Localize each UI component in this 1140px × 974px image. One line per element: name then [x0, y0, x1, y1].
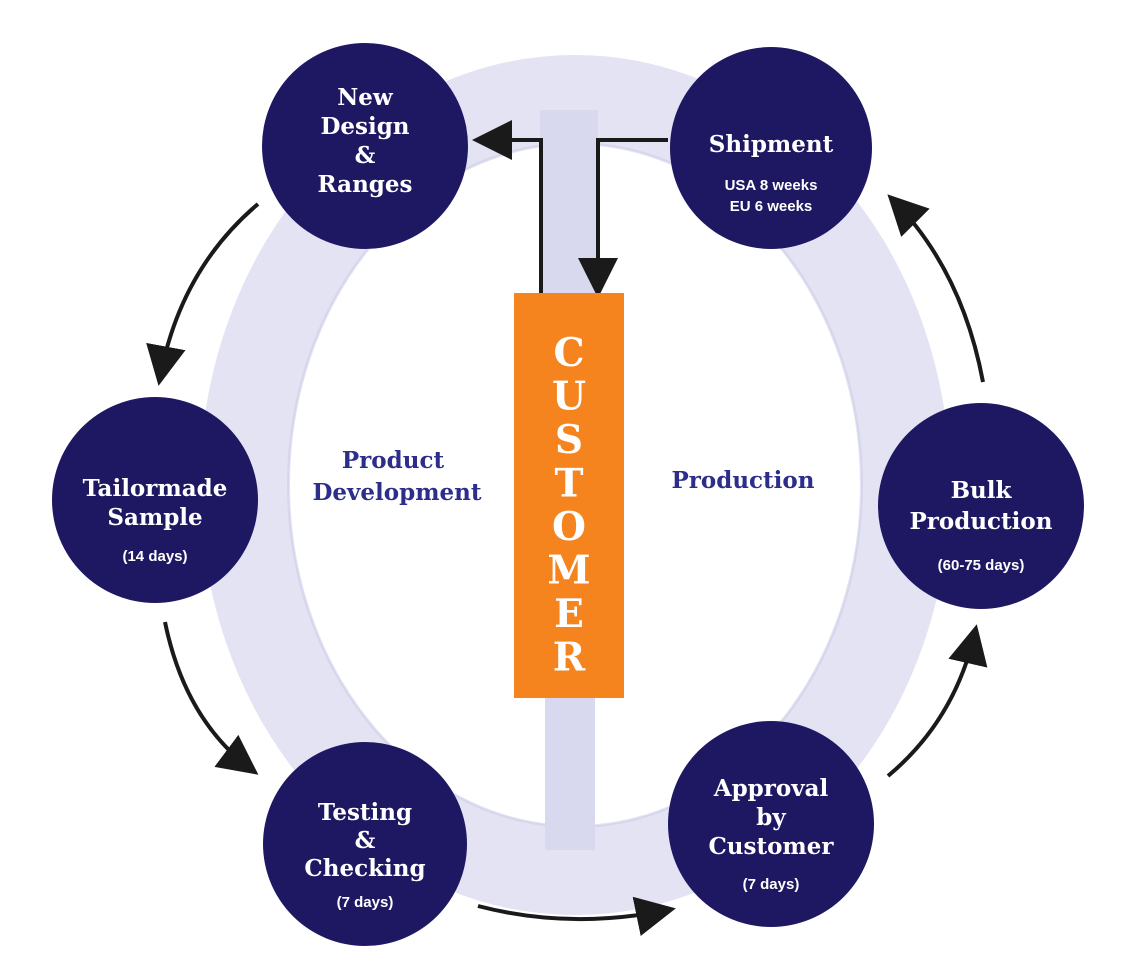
node-title-line: Approval	[713, 775, 829, 802]
node-title-line: Sample	[107, 504, 202, 531]
arrow-bulk-to-shipment	[887, 194, 985, 383]
node-title-line: by	[756, 804, 786, 831]
node-title-line: &	[355, 827, 376, 854]
node-subtitle-line: USA 8 weeks	[725, 177, 818, 194]
node-title-line: Design	[320, 113, 409, 140]
node-title-line: New	[337, 84, 394, 111]
customer-letter: R	[553, 635, 586, 681]
phase-left-line: Product	[342, 447, 445, 474]
node-title-line: Production	[910, 508, 1053, 535]
customer-connector-top	[540, 110, 598, 300]
node-title-line: Shipment	[709, 131, 834, 158]
phase-right-line: Production	[672, 467, 815, 494]
arrow-shipment-to-customer	[578, 138, 668, 298]
phase-label-product-development: Product Development	[312, 447, 481, 506]
arrow-testing-to-approval	[477, 896, 676, 936]
node-circle	[52, 397, 258, 603]
customer-letter: C	[553, 330, 584, 376]
arrow-customer-to-design	[472, 120, 543, 293]
customer-letter: O	[552, 504, 586, 550]
node-circle	[878, 403, 1084, 609]
node-title-line: Testing	[318, 799, 412, 826]
node-circle	[263, 742, 467, 946]
arrow-design-to-sample	[146, 202, 260, 386]
arrow-sample-to-testing	[163, 621, 259, 775]
node-title-line: Ranges	[318, 171, 413, 198]
customer-letter: U	[552, 374, 586, 420]
node-subtitle-line: (14 days)	[122, 548, 187, 565]
phase-left-line: Development	[312, 479, 481, 506]
node-title-line: Checking	[304, 855, 425, 882]
customer-letter: E	[554, 591, 584, 637]
node-subtitle-line: (7 days)	[743, 876, 800, 893]
arrow-approval-to-bulk	[886, 624, 988, 778]
node-title-line: Tailormade	[83, 475, 228, 502]
node-testing-checking: Testing&Checking (7 days)	[263, 742, 467, 946]
node-circle	[262, 43, 468, 249]
customer-letter: T	[554, 461, 583, 507]
node-title-line: &	[355, 142, 376, 169]
customer-letter: S	[555, 417, 583, 463]
phase-label-production: Production	[672, 467, 815, 494]
node-subtitle-line: (7 days)	[337, 894, 394, 911]
customer-connector-bottom	[545, 695, 595, 850]
customer-box	[514, 293, 624, 698]
customer-letter: M	[547, 548, 590, 594]
node-title-line: Bulk	[951, 477, 1013, 504]
node-subtitle-line: (60-75 days)	[938, 557, 1025, 574]
node-title-line: Customer	[708, 833, 834, 860]
node-circle	[668, 721, 874, 927]
node-circle	[670, 47, 872, 249]
node-subtitle-line: EU 6 weeks	[730, 198, 813, 215]
